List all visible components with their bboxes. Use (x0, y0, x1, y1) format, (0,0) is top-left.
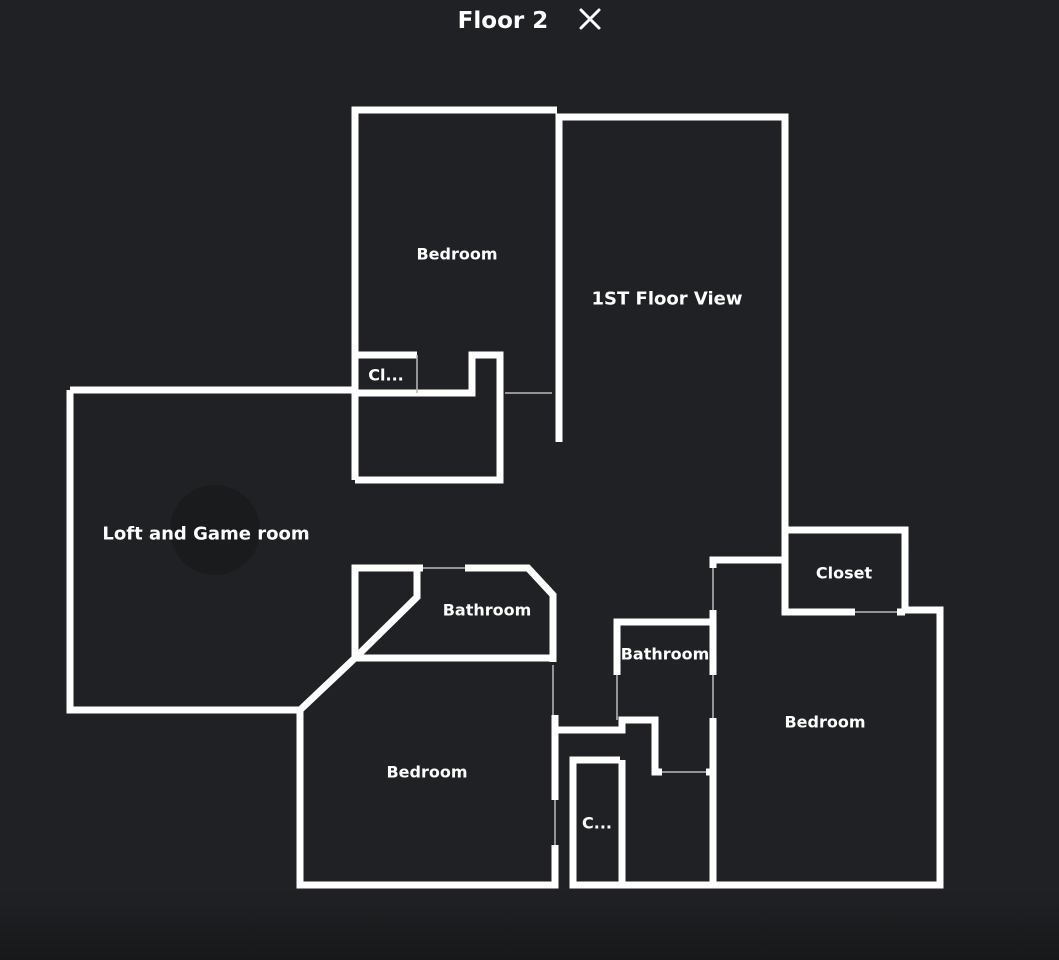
room-bathroom-left[interactable]: Bathroom (442, 600, 532, 620)
walls (66, 106, 944, 889)
wall (465, 564, 557, 662)
floor-header: Floor 2 (0, 8, 1059, 34)
loft-shadow (170, 485, 260, 575)
doors (416, 355, 897, 845)
wall (66, 390, 559, 889)
wall (297, 568, 421, 713)
wall (613, 618, 713, 675)
room-closet-small-bottom[interactable]: C... (582, 813, 612, 833)
wall (555, 113, 944, 889)
wall (555, 716, 662, 776)
close-icon (579, 8, 601, 30)
wall (781, 530, 855, 616)
bottom-fade (0, 890, 1059, 960)
room-loft[interactable]: Loft and Game room (102, 523, 310, 545)
wall (355, 351, 504, 484)
close-button[interactable] (579, 8, 601, 34)
floor-title: Floor 2 (457, 8, 549, 34)
room-closet-small-top[interactable]: Cl... (368, 365, 404, 385)
room-bedroom-right[interactable]: Bedroom (784, 712, 866, 732)
wall (351, 106, 557, 480)
room-bathroom-middle[interactable]: Bathroom (620, 644, 710, 664)
room-bedroom-bottom-left[interactable]: Bedroom (386, 762, 468, 782)
room-bedroom-top[interactable]: Bedroom (416, 244, 498, 264)
room-first-floor-view[interactable]: 1ST Floor View (591, 288, 743, 310)
room-closet-right[interactable]: Closet (815, 563, 873, 583)
wall (351, 564, 553, 662)
wall (709, 556, 783, 568)
